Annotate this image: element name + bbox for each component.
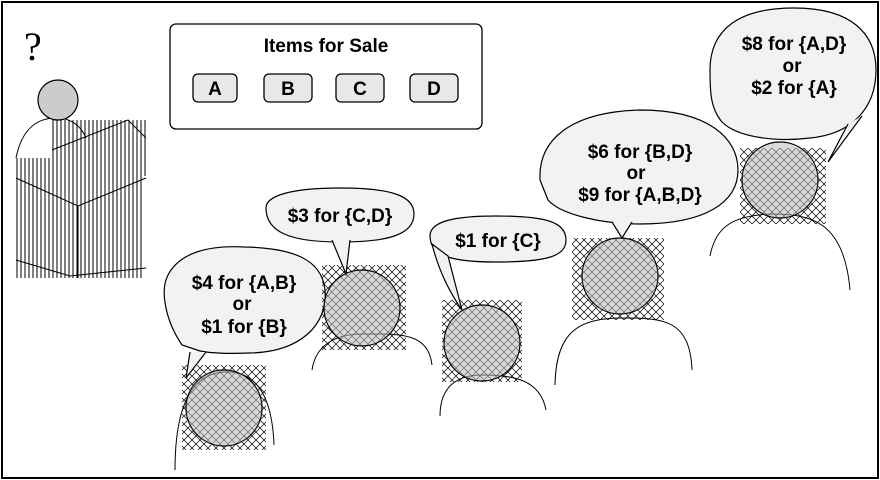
item-d-label: D — [427, 79, 441, 100]
bidder-2-bubble-tail — [331, 239, 351, 277]
item-d: D — [409, 73, 459, 103]
bidder-4-bid-line-2: $9 for {A,B,D} — [578, 185, 702, 206]
bidder-2: $3 for {C,D} — [265, 187, 433, 371]
item-a-label: A — [208, 79, 222, 100]
bidder-3-bubble-tail — [431, 242, 463, 311]
items-panel-title: Items for Sale — [264, 36, 389, 57]
item-b: B — [263, 73, 313, 103]
bidder-2-head — [323, 269, 401, 347]
items-for-sale-panel: Items for Sale A B C D — [169, 23, 483, 130]
item-c: C — [335, 73, 385, 103]
item-b-label: B — [281, 79, 295, 100]
bidder-5-bid-line-2: $2 for {A} — [751, 78, 837, 99]
auctioneer-head — [37, 79, 79, 121]
bidder-1-head — [185, 369, 263, 447]
bidder-4-bubble — [539, 109, 739, 225]
bidder-1-bid-line-1: $4 for {A,B} — [192, 273, 297, 294]
bidder-4: $6 for {B,D} or $9 for {A,B,D} — [539, 109, 739, 386]
bidder-3: $1 for {C} — [429, 215, 567, 417]
bidder-5-bubble-tail — [827, 115, 863, 163]
auctioneer-boxes — [15, 119, 147, 278]
items-panel-box — [169, 23, 483, 130]
bidder-3-bid-line-1: $1 for {C} — [455, 231, 541, 252]
bidder-2-bubble — [265, 187, 415, 243]
bidder-4-bid-line-1: $6 for {B,D} — [588, 142, 693, 163]
bidder-1-bubble-tail — [185, 351, 207, 379]
bidder-1-bubble — [163, 246, 326, 354]
bidder-3-bubble — [429, 215, 567, 263]
bidder-1-bid-line-2: $1 for {B} — [201, 317, 287, 338]
question-mark: ? — [24, 24, 42, 69]
bidder-2-bid-line-1: $3 for {C,D} — [288, 206, 393, 227]
bidder-4-bubble-tail — [611, 221, 633, 240]
bidder-4-head — [581, 237, 659, 315]
bidder-5-bid-line-1: $8 for {A,D} — [742, 34, 847, 55]
bidder-5: $8 for {A,D} or $2 for {A} — [709, 7, 877, 291]
bidder-1: $4 for {A,B} or $1 for {B} — [163, 246, 326, 471]
bidder-5-head — [741, 141, 819, 219]
bidder-4-or: or — [627, 163, 647, 184]
item-a: A — [192, 73, 238, 103]
auctioneer — [15, 79, 147, 278]
bidder-1-or: or — [233, 294, 253, 315]
item-c-label: C — [353, 79, 367, 100]
bidder-3-head — [443, 304, 521, 382]
bidder-5-or: or — [783, 56, 803, 77]
bidder-5-bubble — [709, 7, 877, 141]
